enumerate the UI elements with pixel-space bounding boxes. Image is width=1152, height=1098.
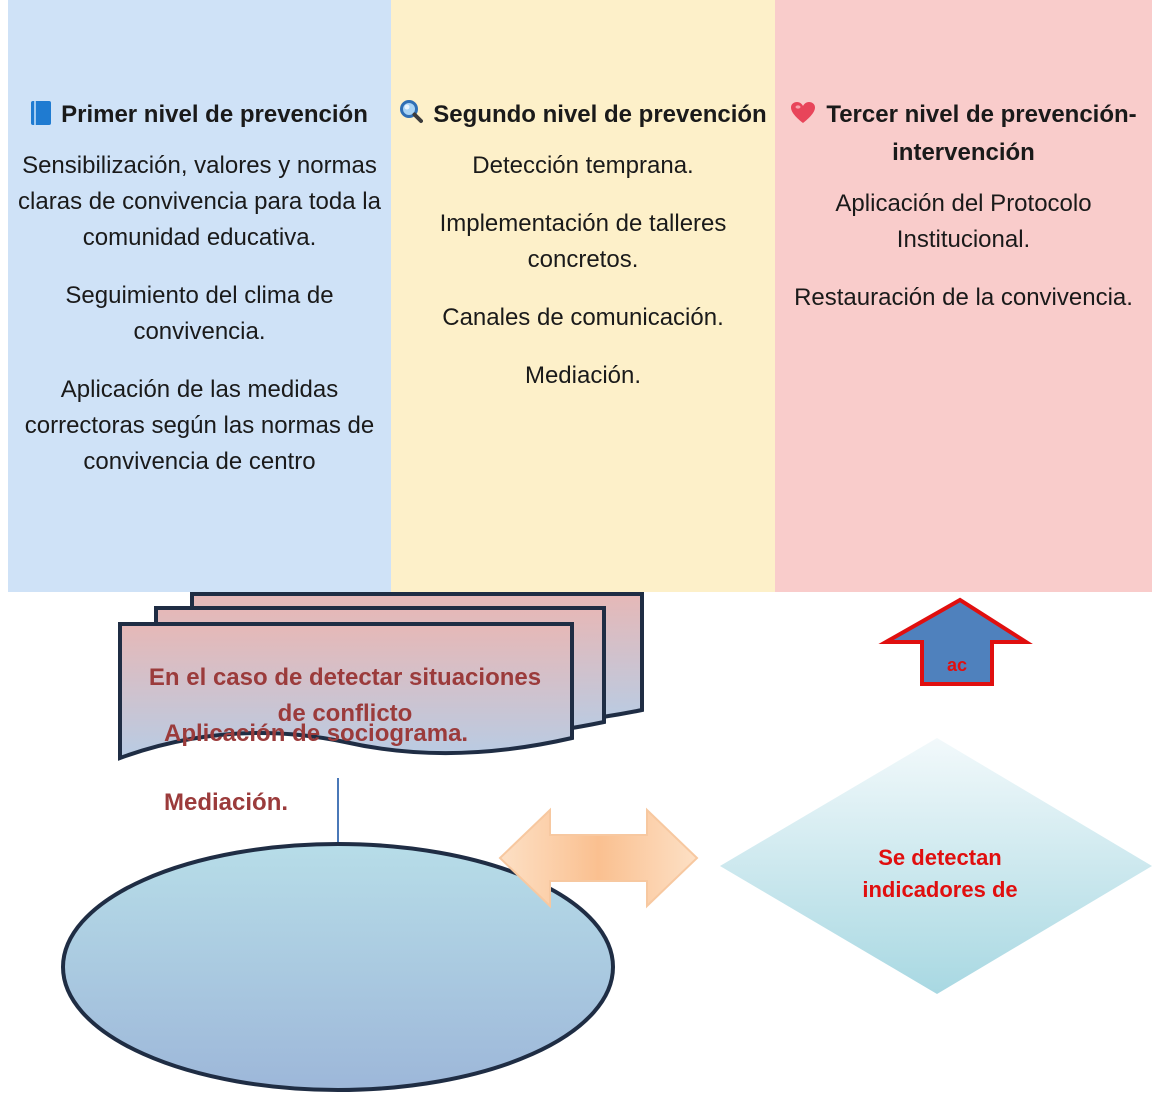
secondary-item-3: Canales de comunicación. bbox=[442, 304, 724, 331]
primary-item-2: Seguimiento del clima de convivencia. bbox=[65, 282, 334, 345]
tertiary-item-2: Restauración de la convivencia. bbox=[794, 284, 1133, 311]
secondary-prevention-title: Segundo nivel de prevención bbox=[399, 96, 767, 134]
heart-icon bbox=[791, 102, 816, 123]
primary-prevention-title: Primer nivel de prevención bbox=[16, 96, 383, 134]
tertiary-prevention-title-text: Tercer nivel de prevención- intervención bbox=[826, 101, 1137, 166]
ellipse-text: Aplicación de sociograma. Mediación. bbox=[164, 716, 468, 854]
up-arrow-text: ac bbox=[946, 655, 968, 675]
secondary-prevention-title-text: Segundo nivel de prevención bbox=[433, 101, 767, 128]
primary-prevention-column: Primer nivel de prevención Sensibilizaci… bbox=[8, 0, 391, 592]
book-icon bbox=[31, 101, 52, 125]
mediation-ellipse bbox=[61, 842, 615, 1092]
secondary-prevention-column: Segundo nivel de prevención Detección te… bbox=[391, 0, 775, 592]
secondary-item-1: Detección temprana. bbox=[472, 152, 694, 179]
primary-item-1: Sensibilización, valores y normas claras… bbox=[18, 152, 381, 251]
double-headed-arrow bbox=[498, 807, 699, 909]
diamond-text: Se detectan indicadores de bbox=[862, 845, 1018, 902]
conflict-detection-text: En el caso de detectar situaciones de co… bbox=[148, 664, 542, 727]
ellipse-line-1: Aplicación de sociograma. bbox=[164, 720, 469, 747]
tertiary-prevention-title: Tercer nivel de prevención- intervención bbox=[783, 96, 1144, 172]
secondary-item-2: Implementación de talleres concretos. bbox=[439, 210, 727, 273]
tertiary-item-1: Aplicación del Protocolo Institucional. bbox=[835, 190, 1092, 253]
magnifier-icon bbox=[400, 100, 424, 123]
decision-diamond bbox=[720, 738, 1152, 994]
ellipse-line-2: Mediación. bbox=[164, 789, 289, 816]
secondary-item-4: Mediación. bbox=[524, 362, 642, 389]
tertiary-prevention-column: Tercer nivel de prevención- intervención… bbox=[775, 0, 1152, 592]
primary-item-3: Aplicación de las medidas correctoras se… bbox=[24, 376, 375, 475]
multi-document-shape bbox=[118, 592, 644, 761]
primary-prevention-title-text: Primer nivel de prevención bbox=[61, 101, 368, 128]
up-block-arrow bbox=[878, 597, 1033, 686]
